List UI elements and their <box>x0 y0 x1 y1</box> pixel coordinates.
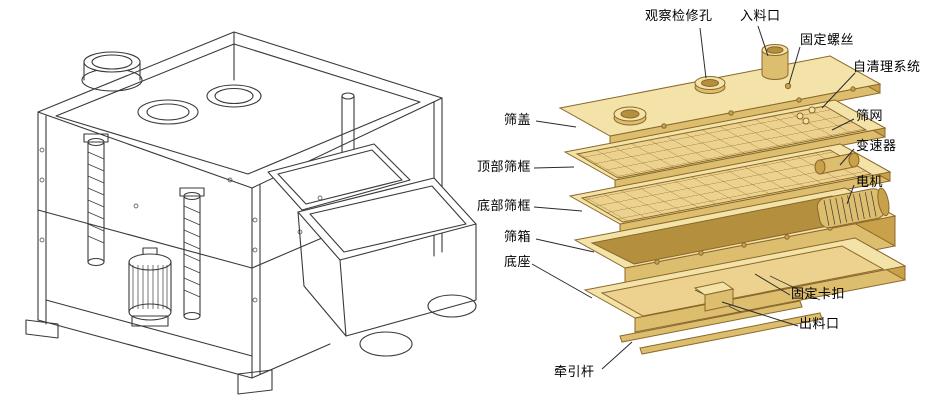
leader-fixing-clip <box>754 273 791 296</box>
discharge-box-drawing <box>297 177 477 357</box>
label-base: 底座 <box>504 254 532 269</box>
self-cleaning-balls <box>796 106 816 125</box>
leader-screen-cover <box>535 120 577 128</box>
label-feed-inlet: 入料口 <box>740 8 781 23</box>
spring-columns <box>83 92 355 321</box>
leader-fixing-screw <box>788 46 801 85</box>
deck-ports <box>137 84 262 125</box>
leader-discharge-outlet <box>721 301 799 327</box>
label-top-screen-frame: 顶部筛框 <box>477 159 532 174</box>
drive-motor-drawing <box>128 247 172 327</box>
label-fixing-screw: 固定螺丝 <box>800 32 855 47</box>
inspection-hole <box>694 76 726 94</box>
label-self-cleaning: 自清理系统 <box>853 59 921 74</box>
leader-motor <box>846 184 855 205</box>
label-screen-cover: 筛盖 <box>504 112 532 127</box>
fixing-screw-dot <box>784 82 792 90</box>
frame-structure <box>25 31 443 395</box>
label-screen-box: 筛箱 <box>504 229 532 244</box>
leader-base <box>531 263 593 299</box>
leader-screen-mesh <box>831 118 855 131</box>
top-screen-frame-part <box>563 99 887 190</box>
traction-rods-part <box>619 300 823 355</box>
leader-inspection-hole <box>699 27 707 79</box>
bottom-screen-frame-part <box>568 143 892 234</box>
label-fixing-clip: 固定卡扣 <box>791 286 846 301</box>
bolt-dots <box>39 147 323 303</box>
screen-cover-part <box>558 44 882 146</box>
box-foot <box>427 294 477 318</box>
inspection-cap <box>613 106 647 126</box>
leader-traction-rod <box>601 341 633 370</box>
label-discharge-outlet: 出料口 <box>799 316 840 331</box>
box-foot <box>359 331 413 357</box>
frame-foot <box>237 369 273 395</box>
leader-top-screen-frame <box>533 166 575 169</box>
frame-foot <box>25 319 59 339</box>
leader-bottom-screen-frame <box>533 206 583 212</box>
inlet-collar <box>81 51 143 92</box>
motor-part <box>816 187 890 229</box>
assembled-machine-line-drawing <box>25 31 477 395</box>
label-inspection-hole: 观察检修孔 <box>645 8 713 23</box>
base-part <box>583 237 907 333</box>
leader-screen-box <box>535 238 595 253</box>
exploded-view-drawing <box>531 25 907 370</box>
cover-screws <box>661 82 856 129</box>
label-traction-rod: 牵引杆 <box>554 364 595 379</box>
access-door <box>267 143 411 211</box>
feed-inlet-pipe <box>761 44 789 80</box>
leader-feed-inlet <box>757 25 769 57</box>
leader-gearbox <box>839 148 855 166</box>
leader-lines <box>531 25 856 370</box>
label-screen-mesh: 筛网 <box>856 108 884 123</box>
label-bottom-screen-frame: 底部筛框 <box>477 198 532 213</box>
label-gearbox: 变速器 <box>856 138 897 153</box>
leader-self-cleaning <box>821 72 856 109</box>
label-motor: 电机 <box>856 174 884 189</box>
screen-mesh-surface <box>575 105 868 179</box>
